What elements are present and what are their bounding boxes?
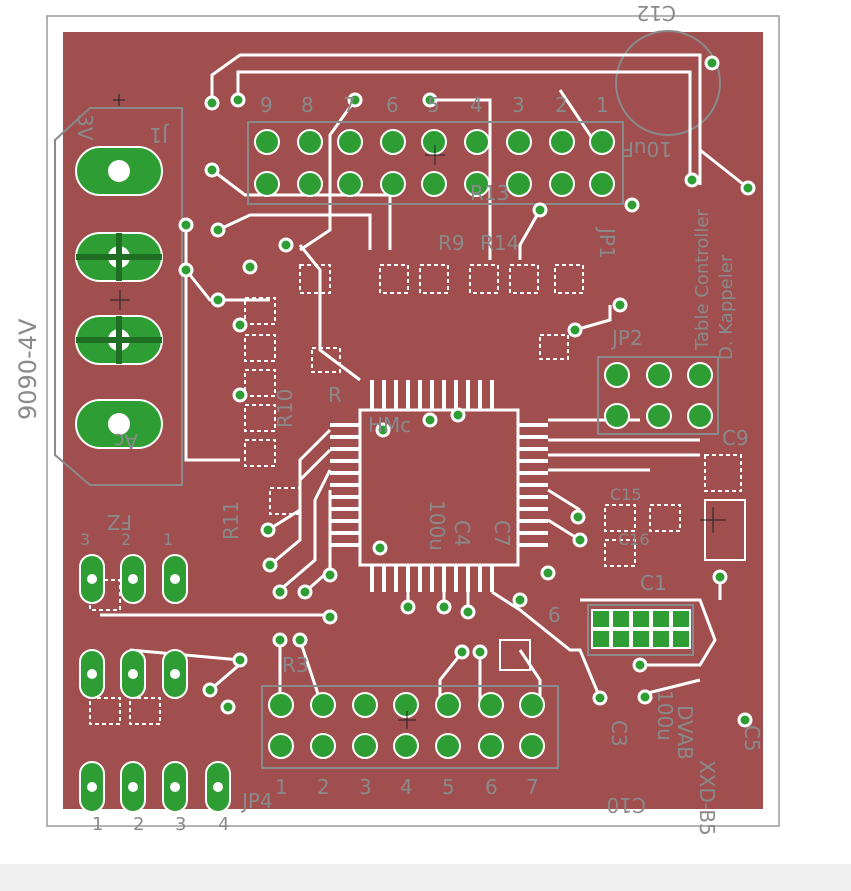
jp1-pads [254, 129, 615, 197]
label-10uf: 10uF [622, 137, 672, 161]
label-ac: Ac [114, 429, 138, 453]
pin-label: 3 [175, 814, 186, 835]
pin-label: 2 [317, 775, 330, 799]
label-100u-b: 100u [653, 690, 677, 741]
label-c10: C10 [607, 793, 646, 817]
label-3v: 3V [73, 114, 97, 141]
label-6: 6 [548, 603, 561, 627]
traces [100, 53, 749, 705]
jp1-outline [247, 121, 624, 205]
label-jp2: JP2 [610, 326, 643, 350]
label-jp1: JP1 [595, 226, 619, 259]
label-r10: R10 [273, 389, 297, 428]
pin-label: 5 [442, 775, 455, 799]
pin-label: 8 [301, 93, 314, 117]
label-c7: C7 [490, 520, 514, 547]
pin-label: 1 [163, 530, 173, 549]
label-title-2: D. Kappeler [716, 254, 737, 360]
label-r11: R11 [219, 501, 243, 540]
label-r14: R14 [480, 231, 519, 255]
label-r3: R3 [282, 653, 309, 677]
label-title-1: Table Controller [692, 209, 713, 351]
label-r9: R9 [438, 231, 465, 255]
pin-label: 4 [400, 775, 413, 799]
label-dvab: DVAB [673, 705, 697, 760]
smd-parts [89, 264, 746, 725]
pin-label: 2 [555, 93, 568, 117]
label-r: R [328, 383, 342, 407]
label-xxd: XXD-B5 [695, 760, 719, 836]
jp-bottom-outline [261, 685, 559, 769]
c12-outline [615, 30, 721, 136]
pin-label: 6 [386, 93, 399, 117]
label-c15: C15 [610, 485, 642, 504]
left-oval-pads [79, 554, 231, 813]
label-c1: C1 [640, 571, 667, 595]
pin-label: 1 [275, 775, 288, 799]
label-c3: C3 [607, 720, 631, 747]
ic-pins [330, 380, 548, 592]
label-c9: C9 [722, 426, 749, 450]
pin-label: 6 [485, 775, 498, 799]
pin-label: 3 [359, 775, 372, 799]
pin-label: 5 [427, 93, 440, 117]
origin-marks [110, 94, 726, 729]
label-hmc: HMc [368, 413, 411, 437]
pin-label: 1 [92, 814, 103, 835]
terminal-outline [54, 107, 183, 486]
label-100u: 100u [425, 500, 449, 551]
label-c12: C12 [637, 1, 676, 25]
pin-label: 2 [133, 814, 144, 835]
isp-outline [587, 604, 694, 656]
label-c5: C5 [740, 725, 764, 752]
pin-label: 3 [512, 93, 525, 117]
jp2-outline [597, 356, 719, 435]
pin-label: 3 [80, 530, 90, 549]
label-part-90904v: 9090-4V [14, 318, 42, 420]
pin-label: 4 [218, 814, 229, 835]
jp2-pads [604, 362, 713, 429]
pin-label: 1 [596, 93, 609, 117]
jp-bottom-pads [268, 692, 545, 759]
pin-label: 7 [343, 93, 356, 117]
pin-label: 7 [526, 775, 539, 799]
vias [178, 55, 756, 728]
pin-label: 4 [470, 93, 483, 117]
label-c4: C4 [450, 520, 474, 547]
isp-pads [591, 609, 691, 649]
label-c16: C16 [618, 530, 650, 549]
footer-bar [0, 864, 851, 891]
pin-label: 2 [121, 530, 131, 549]
label-r13: R13 [470, 181, 509, 205]
label-fz: FZ [107, 510, 132, 534]
label-jp4: JP4 [240, 789, 273, 813]
label-j1: J1 [149, 123, 170, 147]
pin-label: 9 [260, 93, 273, 117]
